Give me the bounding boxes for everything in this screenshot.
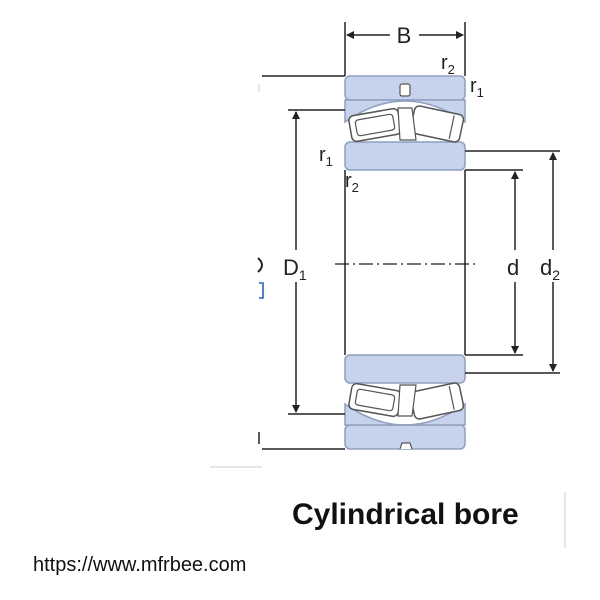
- notch-bottom: [399, 442, 413, 450]
- inner-ring-top: [344, 141, 466, 171]
- d-label: d: [507, 255, 519, 280]
- d1-label: D1: [283, 255, 307, 283]
- cropped-fragment-top: [257, 257, 263, 273]
- inner-ring-bottom: [344, 354, 466, 384]
- cage-top: [397, 107, 417, 141]
- top-ring-section: [344, 75, 466, 171]
- bore-type-caption: Cylindrical bore: [292, 498, 519, 531]
- r1-label-inner: r1: [319, 144, 333, 169]
- r2-label-inner: r2: [345, 170, 359, 195]
- r1-label-top: r1: [470, 75, 484, 100]
- cropped-fragment-bottom: [259, 282, 264, 299]
- bottom-ring-section: [344, 354, 466, 450]
- d2-label: d2: [540, 255, 560, 283]
- b-label: B: [397, 23, 412, 48]
- r2-label-top: r2: [441, 52, 455, 77]
- lube-hole-top: [399, 83, 411, 97]
- source-url: https://www.mfrbee.com: [33, 554, 247, 576]
- cage-bottom: [397, 384, 417, 417]
